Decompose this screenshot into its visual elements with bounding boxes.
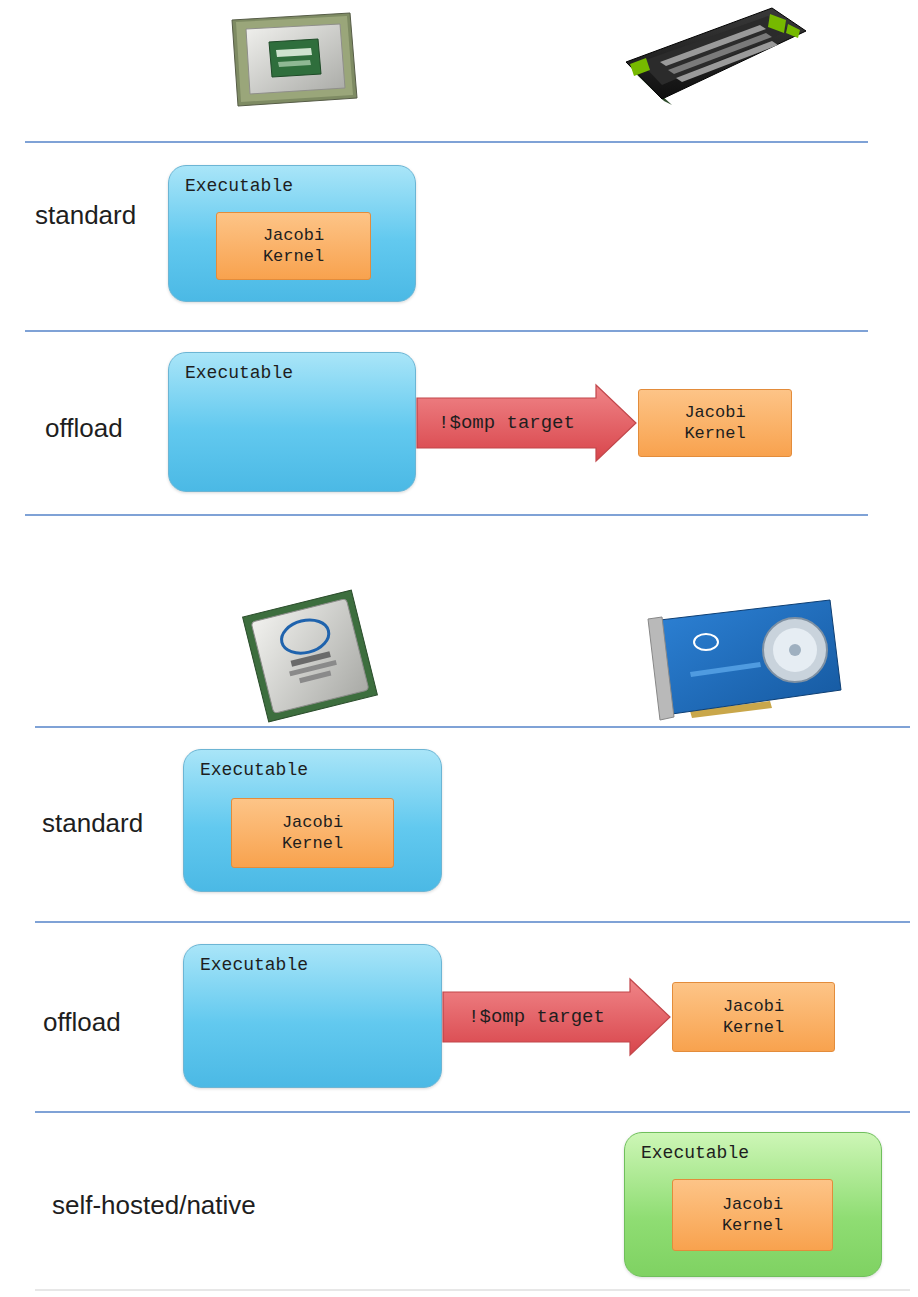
gpu-card-picture-part xyxy=(668,33,772,74)
executable-title: Executable xyxy=(641,1142,749,1164)
native-executable-box: ExecutableJacobi Kernel xyxy=(624,1132,882,1277)
directive-label: !$omp target xyxy=(468,1006,605,1028)
kernel-box: Jacobi Kernel xyxy=(672,1179,833,1251)
gpu-card-picture-part xyxy=(630,58,650,76)
separator-lines-part xyxy=(25,330,868,332)
cpu-chip-picture-part xyxy=(246,24,345,94)
cpu-chip-picture-part xyxy=(243,590,378,722)
gpu-card-picture-part xyxy=(660,25,766,66)
cpu-chip-picture-part xyxy=(232,13,357,106)
executable-box: Executable xyxy=(168,352,416,492)
coprocessor-card-picture-part xyxy=(773,628,817,672)
cpu-chip-picture-part xyxy=(251,599,369,714)
gpu-card-picture-part xyxy=(640,16,790,85)
executable-title: Executable xyxy=(185,175,293,197)
cpu-chip-picture xyxy=(243,590,378,722)
mode-label: standard xyxy=(35,200,136,230)
cpu-chip-picture-part xyxy=(276,48,312,57)
executable-title: Executable xyxy=(200,954,308,976)
coprocessor-card-picture xyxy=(648,600,841,720)
separator-lines-part xyxy=(35,921,910,923)
separator-lines-part xyxy=(35,1111,910,1113)
coprocessor-card-picture-part xyxy=(789,644,801,656)
separator-lines-part xyxy=(25,141,868,143)
gpu-card-picture xyxy=(626,8,806,105)
kernel-name: Jacobi Kernel xyxy=(718,996,789,1038)
cpu-chip-picture-part xyxy=(278,615,332,658)
executable-box: Executable xyxy=(183,944,442,1088)
kernel-box: Jacobi Kernel xyxy=(672,982,835,1052)
mode-label: standard xyxy=(42,808,143,838)
mode-label: offload xyxy=(43,1007,121,1037)
coprocessor-card-picture-part xyxy=(690,662,761,677)
cpu-chip-picture-part xyxy=(299,671,331,684)
cpu-chip-picture-part xyxy=(278,60,311,67)
gpu-card-picture-part xyxy=(786,24,800,38)
cpu-chip-picture xyxy=(232,13,357,106)
separator-lines-part xyxy=(25,514,868,516)
kernel-name: Jacobi Kernel xyxy=(277,812,348,854)
kernel-box: Jacobi Kernel xyxy=(231,798,394,868)
coprocessor-card-picture-part xyxy=(660,600,841,714)
kernel-name: Jacobi Kernel xyxy=(679,402,750,444)
kernel-box: Jacobi Kernel xyxy=(638,389,792,457)
mode-label: self-hosted/native xyxy=(52,1190,256,1220)
gpu-card-picture-part xyxy=(768,14,786,33)
gpu-card-picture-part xyxy=(626,8,806,99)
separator-lines-part xyxy=(35,726,910,728)
coprocessor-card-picture-part xyxy=(763,618,827,682)
bottom-rule xyxy=(35,1290,910,1291)
kernel-name: Jacobi Kernel xyxy=(258,225,329,267)
directive-label: !$omp target xyxy=(438,412,575,434)
gpu-card-picture-part xyxy=(676,41,778,82)
coprocessor-card-picture-part xyxy=(694,634,718,650)
offload-arrow xyxy=(417,385,636,461)
kernel-name: Jacobi Kernel xyxy=(717,1194,788,1236)
mode-label: offload xyxy=(45,413,123,443)
executable-title: Executable xyxy=(200,759,308,781)
coprocessor-card-picture-part xyxy=(648,617,674,720)
offload-arrow xyxy=(443,979,670,1055)
executable-box: ExecutableJacobi Kernel xyxy=(183,749,442,892)
cpu-chip-picture-part xyxy=(236,16,353,102)
executable-box: ExecutableJacobi Kernel xyxy=(168,165,416,302)
executable-title: Executable xyxy=(185,362,293,384)
separator-lines xyxy=(25,142,910,1112)
cpu-chip-picture-part xyxy=(269,39,321,77)
kernel-box: Jacobi Kernel xyxy=(216,212,371,280)
